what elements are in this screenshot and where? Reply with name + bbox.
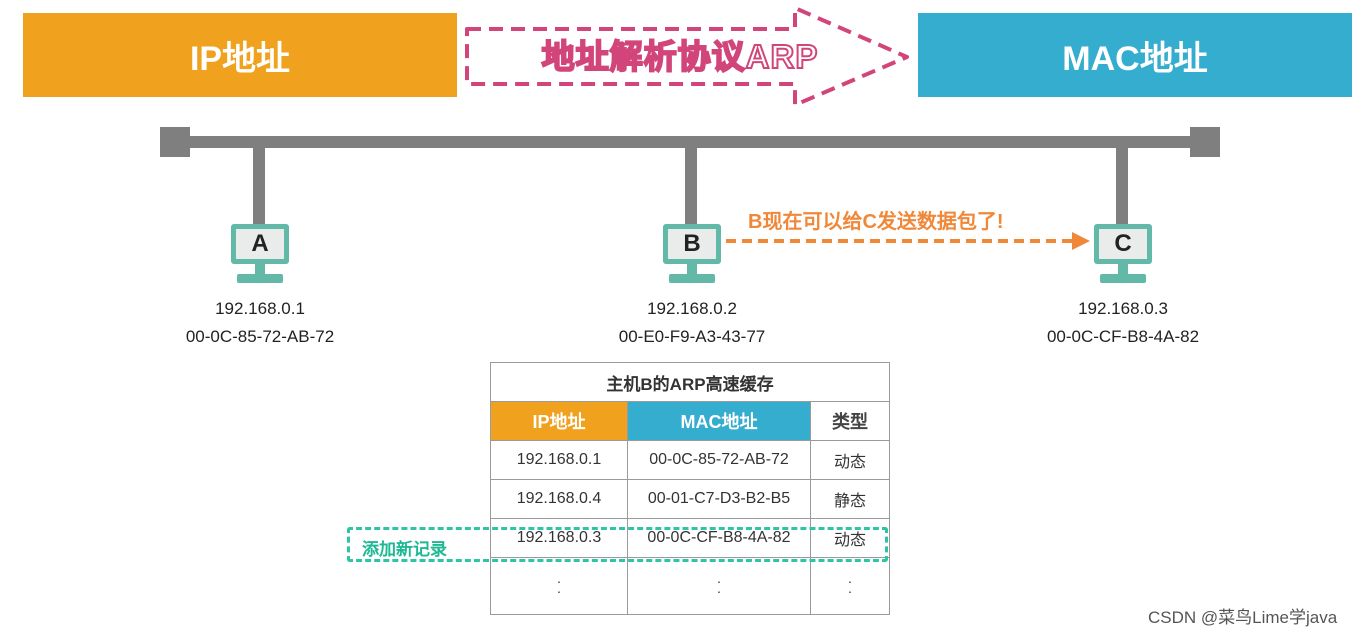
row-mac: 00-01-C7-D3-B2-B5 — [627, 479, 811, 519]
computer-c-icon — [1094, 224, 1152, 283]
header-type: 类型 — [810, 401, 890, 441]
arp-arrow-icon — [465, 6, 909, 107]
host-c-mac: 00-0C-CF-B8-4A-82 — [1046, 327, 1200, 346]
drop-line-c — [1116, 148, 1128, 224]
row-type: 静态 — [810, 479, 890, 519]
header-mac: MAC地址 — [627, 401, 811, 441]
mac-address-label: MAC地址 — [1062, 39, 1208, 78]
host-b-ip: 192.168.0.2 — [647, 299, 737, 318]
ellipsis-mac: · · — [627, 557, 811, 615]
host-a-ip: 192.168.0.1 — [215, 299, 305, 318]
table-row: 192.168.0.3 00-0C-CF-B8-4A-82 动态 — [490, 518, 890, 558]
header-ip: IP地址 — [490, 401, 628, 441]
ellipsis-type: · · — [810, 557, 890, 615]
row-ip: 192.168.0.4 — [490, 479, 628, 519]
ellipsis-row: · · · · · · — [490, 557, 890, 615]
table-caption: 主机B的ARP高速缓存 — [490, 362, 890, 402]
row-ip: 192.168.0.1 — [490, 440, 628, 480]
ellipsis-ip: · · — [490, 557, 628, 615]
send-packet-note: B现在可以给C发送数据包了! — [748, 211, 1004, 233]
bus-terminator-right — [1190, 127, 1220, 157]
row-ip: 192.168.0.3 — [490, 518, 628, 558]
row-type: 动态 — [810, 518, 890, 558]
drop-line-b — [685, 148, 697, 224]
row-type: 动态 — [810, 440, 890, 480]
computer-a-icon — [231, 224, 289, 283]
host-c-ip: 192.168.0.3 — [1078, 299, 1168, 318]
new-record-label: 添加新记录 — [362, 540, 447, 559]
host-c-letter: C — [1114, 230, 1132, 257]
drop-line-a — [253, 148, 265, 224]
host-a-mac: 00-0C-85-72-AB-72 — [185, 327, 335, 346]
ip-address-label: IP地址 — [189, 39, 291, 78]
arp-cache-table: 主机B的ARP高速缓存 IP地址 MAC地址 类型 192.168.0.1 00… — [490, 362, 890, 615]
arp-protocol-label: 地址解析协议ARP — [541, 37, 819, 76]
network-bus — [185, 136, 1195, 148]
host-b-letter: B — [683, 230, 701, 257]
send-arrow-icon — [726, 232, 1090, 250]
mac-address-banner: MAC地址 — [918, 13, 1352, 97]
host-b-mac: 00-E0-F9-A3-43-77 — [618, 327, 766, 346]
row-mac: 00-0C-CF-B8-4A-82 — [627, 518, 811, 558]
row-mac: 00-0C-85-72-AB-72 — [627, 440, 811, 480]
computer-b-icon — [663, 224, 721, 283]
table-row: 192.168.0.4 00-01-C7-D3-B2-B5 静态 — [490, 479, 890, 519]
ip-address-banner: IP地址 — [23, 13, 457, 97]
new-record-highlight — [347, 527, 888, 562]
credit-watermark: CSDN @菜鸟Lime学java — [1148, 608, 1338, 627]
table-row: 192.168.0.1 00-0C-85-72-AB-72 动态 — [490, 440, 890, 480]
host-a-letter: A — [251, 230, 269, 257]
